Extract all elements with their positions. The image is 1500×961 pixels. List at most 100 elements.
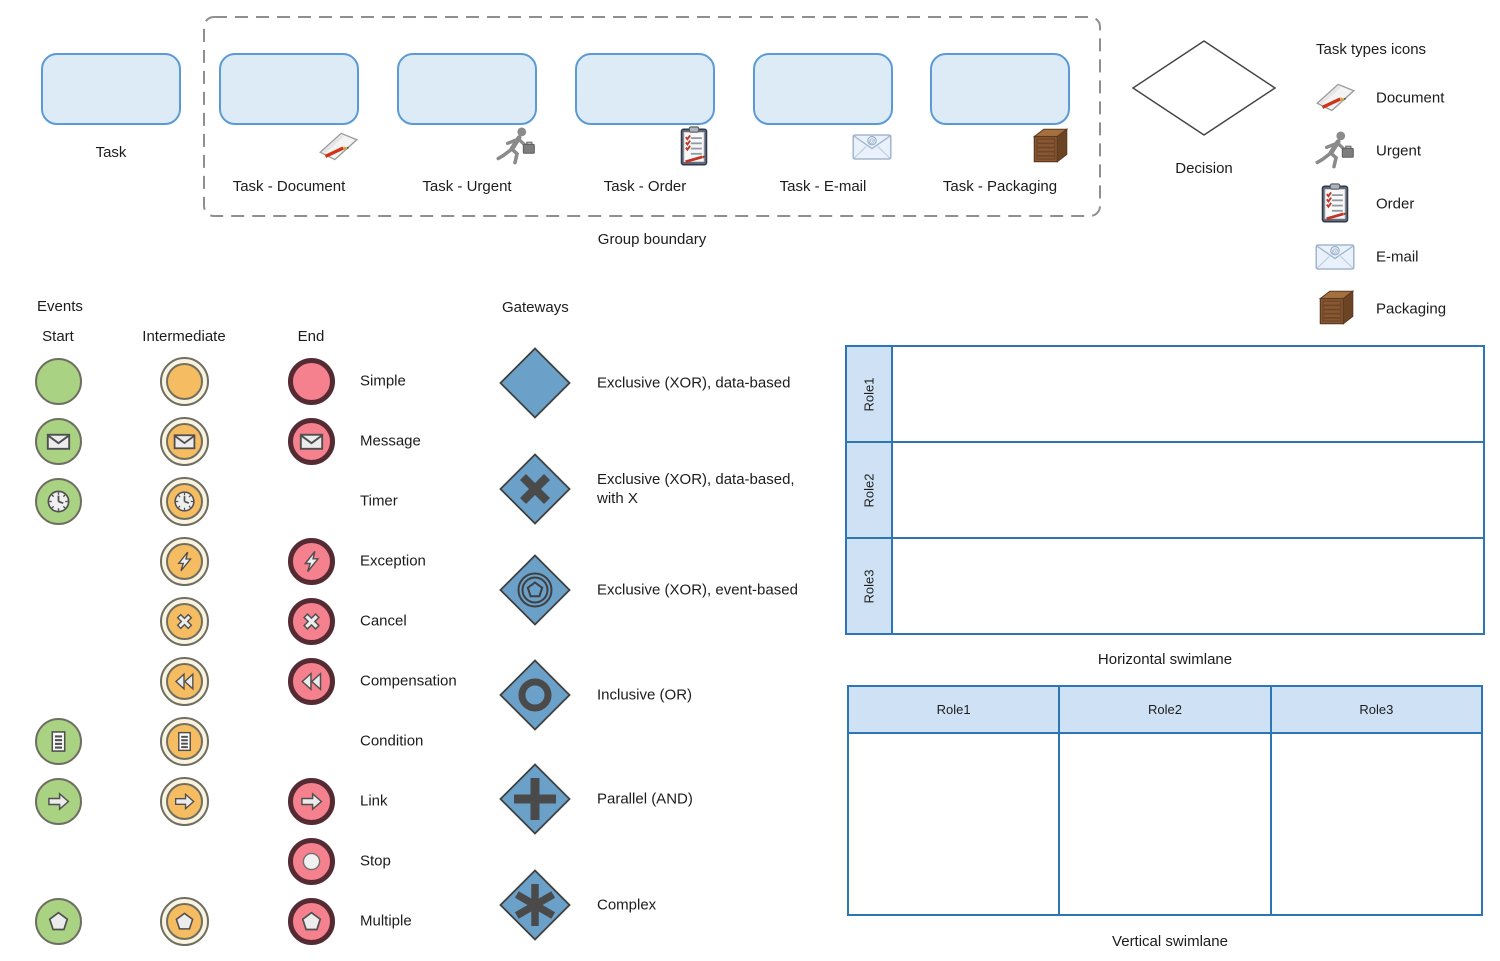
svg-text:@: @ <box>869 138 876 145</box>
gateway-xor-data-based[interactable] <box>499 347 571 419</box>
message-icon <box>172 429 197 454</box>
compensation-icon <box>172 669 197 694</box>
event-row-label: Exception <box>360 552 426 570</box>
gateway-label: Parallel (AND) <box>597 790 693 808</box>
task-shape-task-e-mail[interactable] <box>753 53 893 125</box>
event-start-multiple[interactable] <box>34 897 82 945</box>
task-plain-label: Task <box>95 144 127 161</box>
task-label: Task - Urgent <box>422 178 512 195</box>
gateway-xor-data-based-with-x[interactable] <box>499 453 571 525</box>
link-icon <box>172 789 197 814</box>
gateway-label: Inclusive (OR) <box>597 686 693 704</box>
swimlane-role-header-role2[interactable]: Role2 <box>847 443 893 537</box>
swimlane-role-label: Role2 <box>861 473 877 507</box>
task-label: Task - Document <box>232 178 346 195</box>
task-label: Task - Packaging <box>942 178 1058 195</box>
events-column-end: End <box>297 328 325 345</box>
event-row-label: Stop <box>360 852 391 870</box>
event-end-compensation[interactable] <box>287 657 335 705</box>
cancel-icon <box>298 608 325 635</box>
event-intermediate-simple[interactable] <box>159 356 209 406</box>
swimlane-role-label: Role1 <box>861 377 877 411</box>
swimlane-role-label: Role3 <box>861 569 877 603</box>
message-icon <box>298 428 325 455</box>
event-row-label: Simple <box>360 372 406 390</box>
event-row-label: Multiple <box>360 912 412 930</box>
event-intermediate-inner <box>165 422 203 460</box>
urgent-icon <box>1312 128 1358 174</box>
v-swimlane-lane-body-role3[interactable] <box>1269 734 1481 914</box>
link-icon <box>45 788 72 815</box>
swimlane-lane-body[interactable] <box>893 347 1483 441</box>
event-start-timer[interactable] <box>34 477 82 525</box>
swimlane-lane-body[interactable] <box>893 443 1483 537</box>
task-shape-plain[interactable] <box>41 53 181 125</box>
event-intermediate-inner <box>165 662 203 700</box>
gateway-complex[interactable] <box>499 869 571 941</box>
horizontal-swimlane-label: Horizontal swimlane <box>1097 651 1233 668</box>
swimlane-role-header-role1[interactable]: Role1 <box>847 347 893 441</box>
event-intermediate-exception[interactable] <box>159 536 209 586</box>
group-boundary-outline <box>203 16 1101 217</box>
event-intermediate-inner <box>165 722 203 760</box>
event-start-message[interactable] <box>34 417 82 465</box>
event-start-condition[interactable] <box>34 717 82 765</box>
packaging-icon <box>1026 124 1072 170</box>
link-icon <box>298 788 325 815</box>
task-shape-task-document[interactable] <box>219 53 359 125</box>
event-end-stop[interactable] <box>287 837 335 885</box>
stop-icon <box>298 848 325 875</box>
multiple-icon <box>172 909 197 934</box>
exception-icon <box>298 548 325 575</box>
event-intermediate-inner <box>165 362 203 400</box>
v-swimlane-role-header-role3[interactable]: Role3 <box>1269 687 1481 732</box>
cancel-icon <box>172 609 197 634</box>
timer-icon <box>45 488 72 515</box>
event-end-message[interactable] <box>287 417 335 465</box>
event-end-cancel[interactable] <box>287 597 335 645</box>
document-icon <box>315 124 361 170</box>
event-start-link[interactable] <box>34 777 82 825</box>
events-column-start: Start <box>42 328 74 345</box>
event-intermediate-link[interactable] <box>159 776 209 826</box>
events-column-intermediate: Intermediate <box>142 328 226 345</box>
gateway-inclusive-or[interactable] <box>499 659 571 731</box>
exception-icon <box>172 549 197 574</box>
v-swimlane-lane-body-role1[interactable] <box>849 734 1059 914</box>
v-swimlane-role-header-role1[interactable]: Role1 <box>849 687 1059 732</box>
event-intermediate-inner <box>165 782 203 820</box>
event-intermediate-inner <box>165 902 203 940</box>
swimlane-lane-role3: Role3 <box>847 537 1483 633</box>
gateway-label: Complex <box>597 896 657 914</box>
event-intermediate-multiple[interactable] <box>159 896 209 946</box>
event-end-exception[interactable] <box>287 537 335 585</box>
compensation-icon <box>298 668 325 695</box>
event-start-simple[interactable] <box>34 357 82 405</box>
event-intermediate-compensation[interactable] <box>159 656 209 706</box>
task-shape-task-order[interactable] <box>575 53 715 125</box>
urgent-icon <box>493 124 539 170</box>
swimlane-lane-body[interactable] <box>893 539 1483 633</box>
v-swimlane-lane-body-role2[interactable] <box>1058 734 1270 914</box>
event-intermediate-inner <box>165 542 203 580</box>
gateway-xor-event-based[interactable] <box>499 554 571 626</box>
event-end-simple[interactable] <box>287 357 335 405</box>
gateway-parallel-and[interactable] <box>499 763 571 835</box>
condition-icon <box>172 729 197 754</box>
decision-shape[interactable] <box>1131 40 1277 141</box>
v-swimlane-bodies <box>849 734 1481 914</box>
event-end-link[interactable] <box>287 777 335 825</box>
task-shape-task-packaging[interactable] <box>930 53 1070 125</box>
task-shape-task-urgent[interactable] <box>397 53 537 125</box>
event-end-multiple[interactable] <box>287 897 335 945</box>
event-intermediate-timer[interactable] <box>159 476 209 526</box>
swimlane-role-header-role3[interactable]: Role3 <box>847 539 893 633</box>
event-intermediate-inner <box>165 482 203 520</box>
event-intermediate-condition[interactable] <box>159 716 209 766</box>
event-intermediate-message[interactable] <box>159 416 209 466</box>
group-boundary[interactable] <box>202 15 1104 221</box>
v-swimlane-role-header-role2[interactable]: Role2 <box>1058 687 1270 732</box>
event-intermediate-cancel[interactable] <box>159 596 209 646</box>
